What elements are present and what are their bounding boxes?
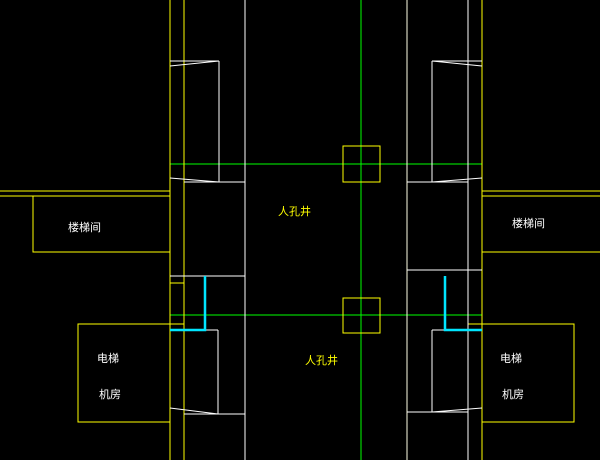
stair-room-left-outline bbox=[32, 196, 170, 253]
column-lower bbox=[342, 297, 381, 334]
column-upper bbox=[342, 145, 381, 183]
cyan-accents bbox=[170, 276, 482, 332]
manhole-upper-label: 人孔井 bbox=[278, 204, 311, 218]
axis-grid bbox=[170, 0, 482, 460]
right-mid-flight-slope bbox=[431, 407, 483, 413]
left-cyan-bracket bbox=[170, 276, 207, 332]
stair-room-right-label: 楼梯间 bbox=[512, 216, 545, 230]
right-upper-flight-slope-bottom bbox=[431, 177, 483, 183]
left-mid-flight-slope bbox=[169, 407, 219, 415]
elevator-room-left-label-2: 机房 bbox=[99, 387, 121, 401]
elevator-room-right-outline bbox=[481, 323, 575, 423]
stair-room-left-label: 楼梯间 bbox=[68, 220, 101, 234]
elevator-room-right-label-2: 机房 bbox=[502, 387, 524, 401]
manhole-lower-label: 人孔井 bbox=[305, 353, 338, 367]
elevator-room-left-outline bbox=[77, 323, 171, 423]
right-cyan-bracket bbox=[443, 276, 482, 332]
stair-room-right-outline bbox=[481, 196, 600, 253]
right-upper-flight-slope-top bbox=[431, 60, 483, 67]
elevator-room-left-label-1: 电梯 bbox=[97, 352, 119, 365]
elevator-room-right-label-1: 电梯 bbox=[500, 352, 522, 365]
left-upper-flight-slope-top bbox=[169, 60, 220, 67]
left-upper-flight-slope-bottom bbox=[169, 177, 220, 183]
